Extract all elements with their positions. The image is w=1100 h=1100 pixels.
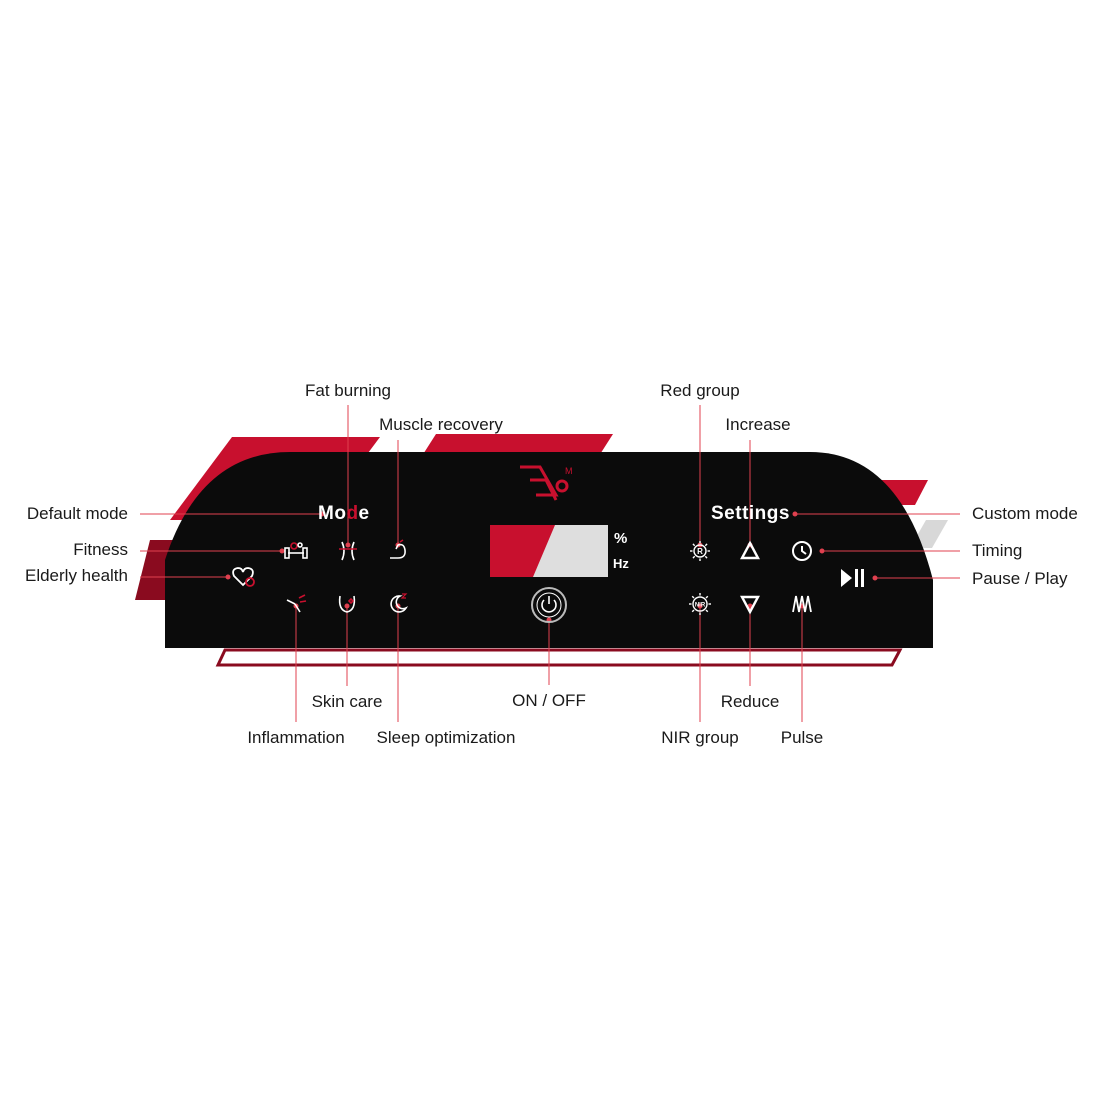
heart-icon[interactable] (232, 567, 255, 587)
sun-r-icon[interactable]: R (690, 541, 710, 561)
label-elderly-health: Elderly health (24, 566, 128, 585)
red-group-letter: R (697, 547, 703, 556)
label-on-off: ON / OFF (512, 691, 586, 710)
sun-ray (692, 555, 696, 559)
label-reduce: Reduce (720, 692, 780, 711)
face-sparkle-icon[interactable] (338, 595, 356, 613)
dumbbell-icon[interactable] (284, 542, 308, 559)
nir-group-letters: NIR (695, 603, 706, 609)
sun-ray (704, 555, 708, 559)
label-timing: Timing (972, 541, 1023, 560)
label-nir-group: NIR group (661, 728, 739, 747)
label-fat-burning: Fat burning (305, 381, 391, 400)
label-increase: Increase (725, 415, 791, 434)
label-inflammation: Inflammation (247, 728, 345, 747)
moon-zzz-icon[interactable] (390, 593, 409, 613)
pulse-wave-icon[interactable] (792, 595, 812, 613)
power-icon[interactable] (531, 587, 567, 623)
waist-icon[interactable] (339, 541, 357, 561)
clock-icon[interactable] (792, 541, 812, 561)
label-skin-care: Skin care (311, 692, 383, 711)
mode-title: Mode (318, 503, 370, 525)
sun-ray (704, 543, 708, 547)
sun-nir-icon[interactable]: NIR (689, 593, 711, 615)
sun-ray (691, 595, 695, 599)
label-pause-play: Pause / Play (972, 569, 1068, 588)
brand-logo: M (520, 465, 573, 501)
display-screen (490, 525, 608, 577)
mode-title-part: e (358, 503, 370, 524)
play-pause-icon[interactable] (841, 569, 864, 587)
flexed-arm-icon[interactable] (390, 539, 406, 559)
label-fitness: Fitness (73, 540, 128, 559)
sun-ray (705, 609, 709, 613)
sun-ray (705, 595, 709, 599)
sun-ray (691, 609, 695, 613)
mode-title-part: d (346, 503, 359, 524)
label-default-mode: Default mode (26, 504, 128, 523)
svg-text:M: M (565, 466, 573, 476)
sun-ray (692, 543, 696, 547)
triangle-up-icon[interactable] (740, 540, 760, 560)
label-muscle-recovery: Muscle recovery (379, 415, 503, 434)
label-sleep-optimization: Sleep optimization (376, 728, 516, 747)
triangle-down-icon[interactable] (740, 595, 760, 615)
display-unit-percent: % (614, 530, 628, 547)
settings-title: Settings (711, 503, 790, 524)
label-pulse: Pulse (780, 728, 824, 747)
display-unit-hz: Hz (613, 556, 629, 571)
label-custom-mode: Custom mode (972, 504, 1078, 523)
joint-icon[interactable] (286, 594, 307, 613)
mode-title-part: Mo (318, 503, 347, 524)
label-red-group: Red group (660, 381, 740, 400)
